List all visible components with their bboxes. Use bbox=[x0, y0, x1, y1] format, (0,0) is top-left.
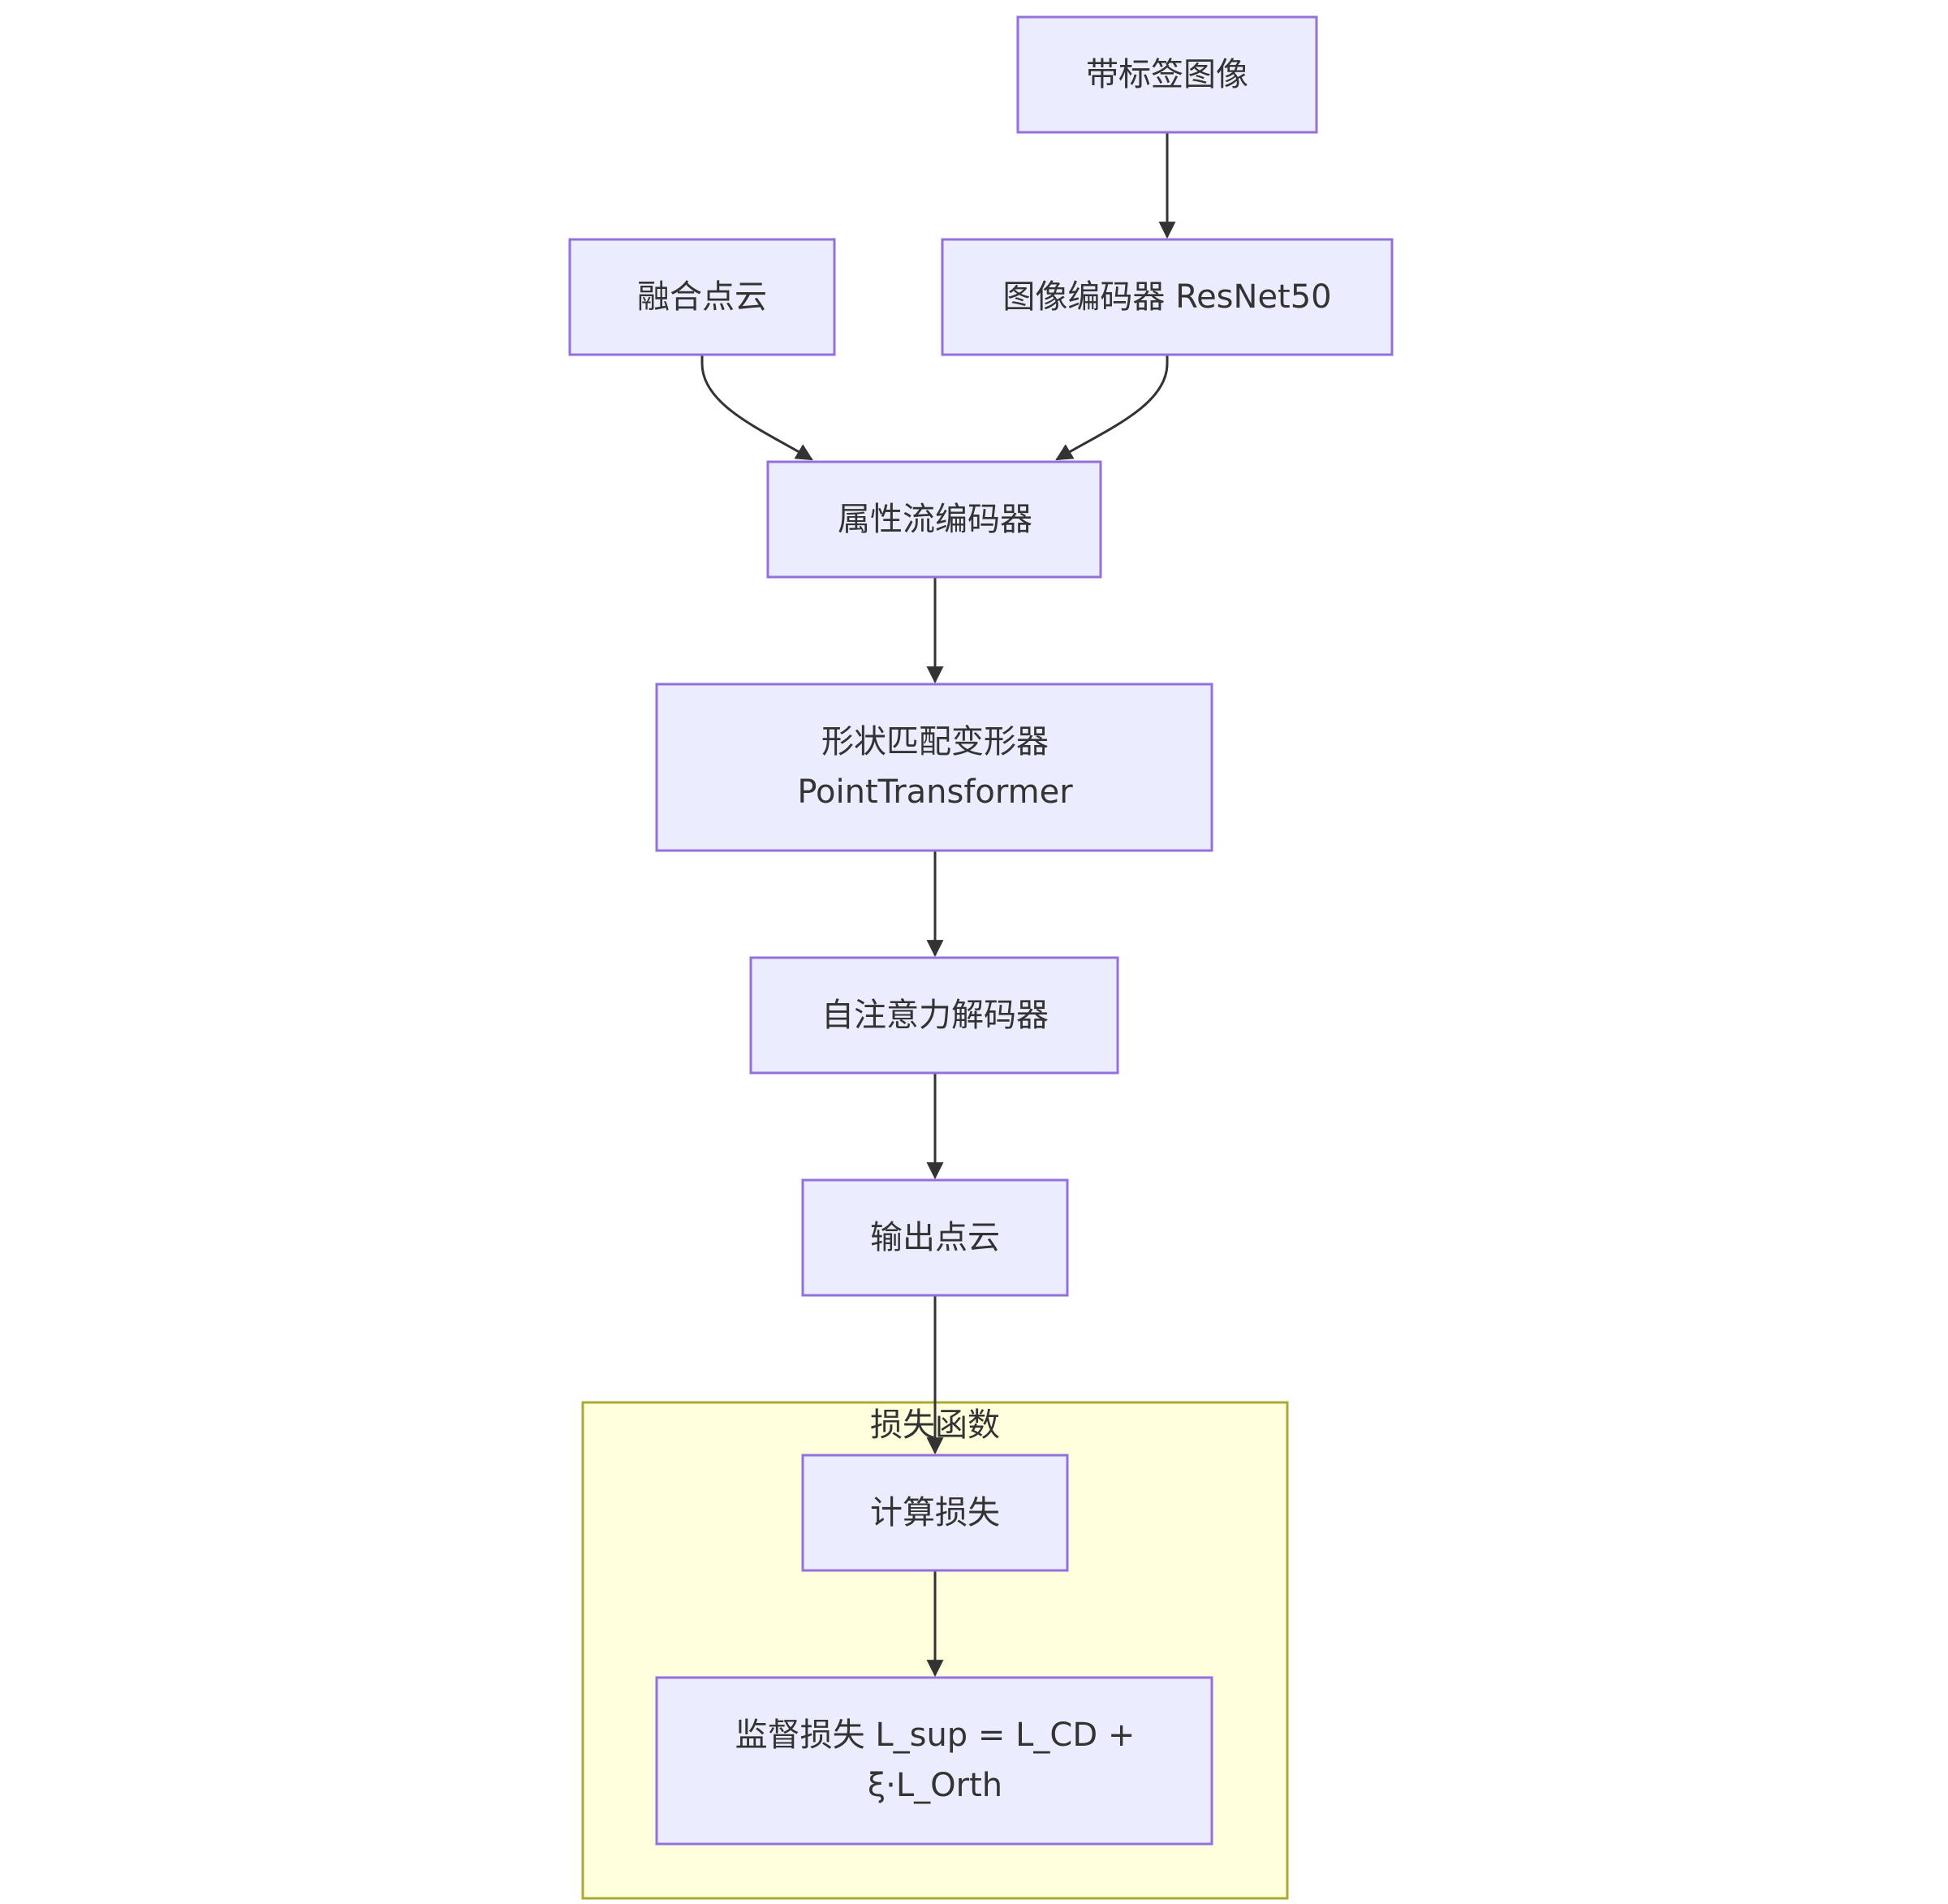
node-self-attention-decoder: 自注意力解码器 bbox=[749, 956, 1119, 1075]
node-fused-point-cloud-label: 融合点云 bbox=[637, 278, 767, 316]
node-supervised-loss-label-line1: 监督损失 L_sup = L_CD + bbox=[735, 1717, 1136, 1754]
node-supervised-loss: 监督损失 L_sup = L_CD + ξ·L_Orth bbox=[655, 1676, 1213, 1846]
node-shape-transformer-label-line1: 形状匹配变形器 bbox=[821, 723, 1049, 760]
node-attribute-encoder-label: 属性流编码器 bbox=[838, 501, 1032, 538]
node-compute-loss-label: 计算损失 bbox=[870, 1494, 1000, 1531]
node-shape-transformer: 形状匹配变形器 PointTransformer bbox=[655, 683, 1213, 852]
node-self-attention-decoder-label: 自注意力解码器 bbox=[821, 997, 1049, 1034]
node-attribute-encoder: 属性流编码器 bbox=[766, 460, 1102, 579]
node-supervised-loss-label-line2: ξ·L_Orth bbox=[868, 1767, 1002, 1804]
edge-image-encoder-to-attribute-encoder bbox=[1055, 355, 1169, 461]
node-shape-transformer-label-line2: PointTransformer bbox=[797, 773, 1073, 811]
node-labeled-image-label: 带标签图像 bbox=[1086, 56, 1248, 93]
node-compute-loss: 计算损失 bbox=[801, 1454, 1069, 1572]
node-labeled-image: 带标签图像 bbox=[1016, 15, 1318, 134]
node-image-encoder-label: 图像编码器 ResNet50 bbox=[1002, 278, 1331, 316]
node-output-point-cloud-label: 输出点云 bbox=[870, 1219, 1000, 1256]
node-fused-point-cloud: 融合点云 bbox=[568, 238, 836, 356]
node-output-point-cloud: 输出点云 bbox=[801, 1178, 1069, 1297]
node-image-encoder: 图像编码器 ResNet50 bbox=[941, 238, 1394, 356]
edges bbox=[700, 132, 1176, 1678]
edge-fused-cloud-to-attribute-encoder bbox=[700, 355, 813, 461]
